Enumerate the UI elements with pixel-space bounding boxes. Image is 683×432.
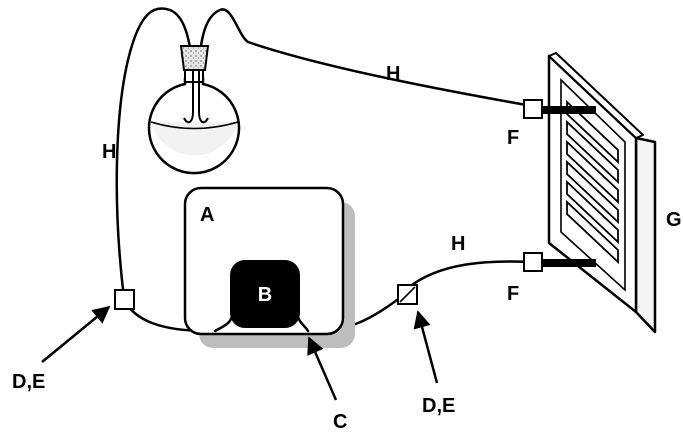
pump-head: [230, 260, 300, 328]
fitting-top: [523, 99, 543, 119]
channel-2: [566, 119, 619, 185]
fitting-bottom: [523, 252, 543, 272]
flask-body: [147, 78, 241, 175]
panel-top-edge: [548, 52, 644, 139]
flask-liquid: [151, 122, 238, 156]
label-de-left: D,E: [12, 371, 45, 393]
tube-h-top: [197, 8, 534, 108]
connector-left: [114, 289, 135, 310]
label-f-top: F: [507, 127, 519, 149]
arrow-de-right: [413, 310, 439, 384]
fitting-top-pin: [538, 106, 596, 114]
label-c: C: [333, 411, 347, 432]
label-h-left: H: [102, 141, 116, 163]
label-h-top: H: [386, 63, 400, 85]
arrow-c: [307, 336, 338, 401]
panel-inner: [560, 78, 626, 292]
panel-side: [634, 136, 657, 334]
flask-liquid-surface: [150, 121, 239, 130]
channel-5: [566, 179, 619, 245]
dip-tube-left: [183, 70, 194, 124]
fitting-bottom-pin: [538, 259, 596, 267]
channel-6: [566, 199, 619, 265]
flask: [147, 45, 241, 175]
label-f-bottom: F: [507, 283, 519, 305]
tube-h-right: [406, 260, 534, 290]
label-b: B: [258, 284, 272, 306]
label-g: G: [666, 209, 682, 231]
stopper: [179, 45, 210, 71]
panel-channels: [566, 99, 619, 265]
label-h-right: H: [451, 233, 465, 255]
tube-h-left: [115, 7, 195, 300]
arrow-de-left: [41, 305, 111, 363]
channel-3: [566, 139, 619, 205]
label-a: A: [200, 204, 214, 226]
panel: [547, 52, 657, 334]
channel-4: [566, 159, 619, 225]
dip-tube-right: [198, 70, 209, 124]
pump-housing: A B: [183, 186, 355, 348]
label-de-right: D,E: [422, 395, 455, 417]
connector-right-slash: [399, 286, 416, 303]
